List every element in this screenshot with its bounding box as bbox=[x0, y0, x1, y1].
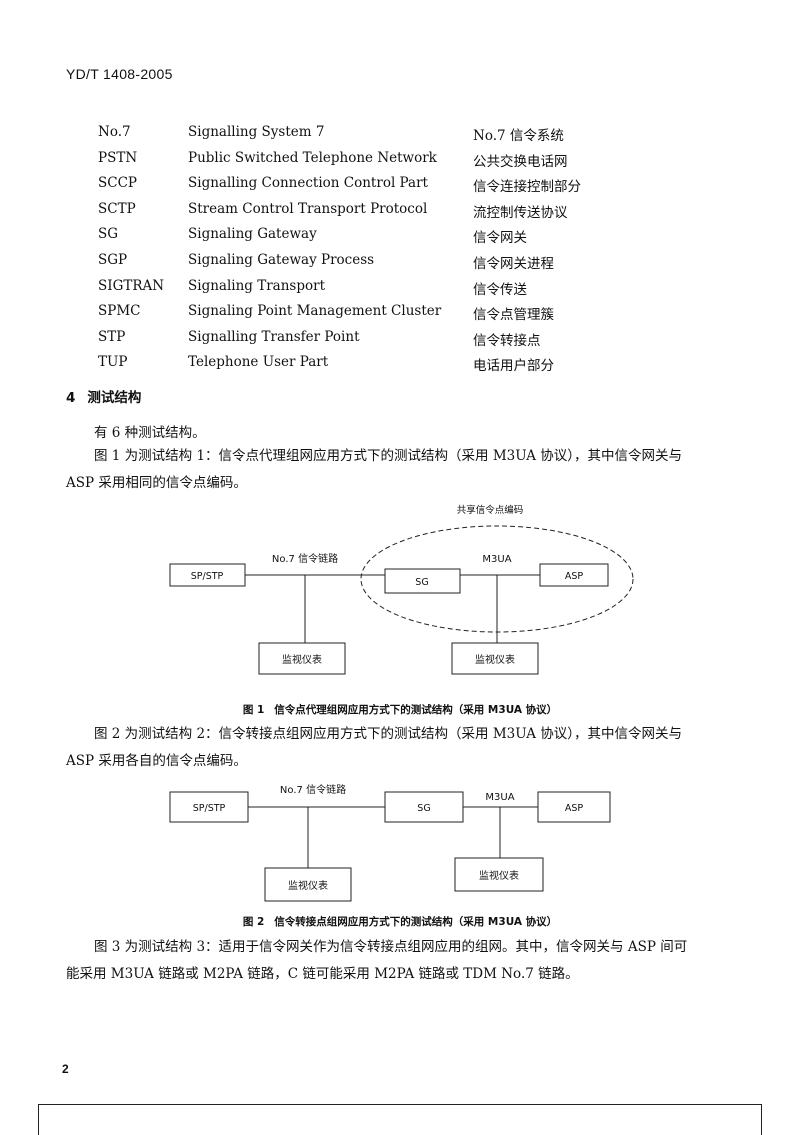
section-number: 4 bbox=[66, 390, 76, 406]
m3ua-label: M3UA bbox=[485, 792, 514, 803]
abbreviation-chinese: 信令网关进程 bbox=[473, 255, 554, 272]
sg-label: SG bbox=[415, 577, 428, 588]
figure2-description-paragraph: 图 2 为测试结构 2：信令转接点组网应用方式下的测试结构（采用 M3UA 协议… bbox=[66, 721, 746, 775]
abbreviation-code: SCTP bbox=[98, 200, 136, 217]
abbreviation-chinese: 公共交换电话网 bbox=[473, 153, 568, 170]
abbreviation-chinese: 电话用户部分 bbox=[473, 358, 554, 375]
asp-box bbox=[537, 791, 611, 823]
figure1-description-line2: ASP 采用相同的信令点编码。 bbox=[66, 475, 247, 491]
sg-label: SG bbox=[417, 803, 430, 814]
figure1-diagram: 共享信令点编码 No.7 信令链路 M3UA SP/STP SG ASP 监视仪… bbox=[169, 504, 634, 675]
figure1-caption-label: 图 1 bbox=[242, 704, 265, 716]
monitor-left-box bbox=[258, 642, 346, 675]
abbreviation-english: Signalling Connection Control Part bbox=[188, 175, 428, 192]
abbreviation-chinese: 信令传送 bbox=[473, 281, 527, 298]
document-id: YD/T 1408-2005 bbox=[66, 66, 173, 82]
abbreviation-english: Signaling Gateway Process bbox=[188, 251, 375, 268]
figure2-description-line2: ASP 采用各自的信令点编码。 bbox=[66, 753, 247, 769]
monitor-right-label: 监视仪表 bbox=[479, 869, 519, 882]
abbreviation-chinese: 流控制传送协议 bbox=[473, 204, 568, 221]
figure1-description-line1: 图 1 为测试结构 1：信令点代理组网应用方式下的测试结构（采用 M3UA 协议… bbox=[94, 448, 683, 464]
monitor-right-box bbox=[454, 857, 544, 892]
asp-box bbox=[539, 563, 609, 587]
figure2-caption: 图 2 信令转接点组网应用方式下的测试结构（采用 M3UA 协议） bbox=[0, 914, 800, 929]
abbreviation-chinese: 信令点管理簇 bbox=[473, 307, 554, 324]
asp-label: ASP bbox=[565, 571, 584, 582]
figure2-description-line1: 图 2 为测试结构 2：信令转接点组网应用方式下的测试结构（采用 M3UA 协议… bbox=[94, 726, 683, 742]
section-intro-paragraph: 有 6 种测试结构。 bbox=[66, 420, 746, 447]
shared-point-code-label: 共享信令点编码 bbox=[457, 504, 524, 516]
figure2-caption-text: 信令转接点组网应用方式下的测试结构（采用 M3UA 协议） bbox=[274, 916, 558, 928]
abbreviation-english: Signalling System 7 bbox=[188, 124, 325, 140]
abbreviation-code: SPMC bbox=[98, 303, 141, 320]
figure1-caption: 图 1 信令点代理组网应用方式下的测试结构（采用 M3UA 协议） bbox=[0, 702, 800, 717]
monitor-left-label: 监视仪表 bbox=[288, 879, 328, 892]
sg-box bbox=[384, 791, 464, 823]
m3ua-label: M3UA bbox=[482, 554, 511, 565]
asp-label: ASP bbox=[565, 803, 584, 814]
abbreviation-english: Signaling Gateway bbox=[188, 226, 317, 243]
abbreviation-code: SG bbox=[98, 226, 119, 243]
section-intro-text: 有 6 种测试结构。 bbox=[94, 425, 206, 441]
abbreviation-code: SCCP bbox=[98, 175, 137, 192]
abbreviation-english: Signaling Point Management Cluster bbox=[188, 303, 442, 320]
abbreviation-code: TUP bbox=[98, 354, 128, 371]
section-title: 测试结构 bbox=[87, 390, 142, 406]
no7-link-label: No.7 信令链路 bbox=[272, 552, 338, 565]
abbreviation-chinese: 信令转接点 bbox=[473, 332, 541, 349]
figure1-caption-text: 信令点代理组网应用方式下的测试结构（采用 M3UA 协议） bbox=[274, 704, 558, 716]
abbreviation-english: Signaling Transport bbox=[188, 277, 325, 294]
sp-stp-label: SP/STP bbox=[193, 803, 226, 814]
abbreviation-code: SGP bbox=[98, 251, 128, 268]
abbreviation-chinese: 信令网关 bbox=[473, 230, 527, 247]
abbreviation-chinese: 信令连接控制部分 bbox=[473, 179, 581, 196]
figure2-caption-label: 图 2 bbox=[242, 916, 265, 928]
abbreviation-english: Public Switched Telephone Network bbox=[188, 149, 437, 166]
monitor-left-box bbox=[264, 867, 352, 902]
abbreviation-code: No.7 bbox=[98, 124, 131, 140]
monitor-right-label: 监视仪表 bbox=[475, 653, 515, 666]
no7-link-label: No.7 信令链路 bbox=[280, 783, 346, 796]
abbreviation-english: Stream Control Transport Protocol bbox=[188, 200, 428, 217]
figure3-description-line1: 图 3 为测试结构 3：适用于信令网关作为信令转接点组网应用的组网。其中，信令网… bbox=[94, 939, 688, 955]
figure1-description-paragraph: 图 1 为测试结构 1：信令点代理组网应用方式下的测试结构（采用 M3UA 协议… bbox=[66, 443, 746, 497]
abbreviation-chinese: No.7 信令系统 bbox=[473, 128, 564, 144]
abbreviation-code: STP bbox=[98, 328, 126, 345]
abbreviation-english: Signalling Transfer Point bbox=[188, 328, 360, 345]
abbreviation-code: PSTN bbox=[98, 149, 138, 166]
section-heading: 4 测试结构 bbox=[66, 386, 141, 406]
figure3-description-paragraph: 图 3 为测试结构 3：适用于信令网关作为信令转接点组网应用的组网。其中，信令网… bbox=[66, 934, 746, 988]
page-number: 2 bbox=[62, 1062, 69, 1076]
figure3-description-line2: 能采用 M3UA 链路或 M2PA 链路，C 链可能采用 M2PA 链路或 TD… bbox=[66, 966, 579, 982]
sg-box bbox=[384, 568, 461, 594]
sp-stp-box bbox=[169, 563, 246, 587]
sp-stp-box bbox=[169, 791, 249, 823]
monitor-right-box bbox=[451, 642, 539, 675]
abbreviation-code: SIGTRAN bbox=[98, 277, 165, 294]
sp-stp-label: SP/STP bbox=[191, 571, 224, 582]
abbreviation-english: Telephone User Part bbox=[188, 354, 329, 371]
figure2-diagram: No.7 信令链路 M3UA SP/STP SG ASP 监视仪表 监视仪表 bbox=[169, 783, 611, 902]
monitor-left-label: 监视仪表 bbox=[282, 653, 322, 666]
